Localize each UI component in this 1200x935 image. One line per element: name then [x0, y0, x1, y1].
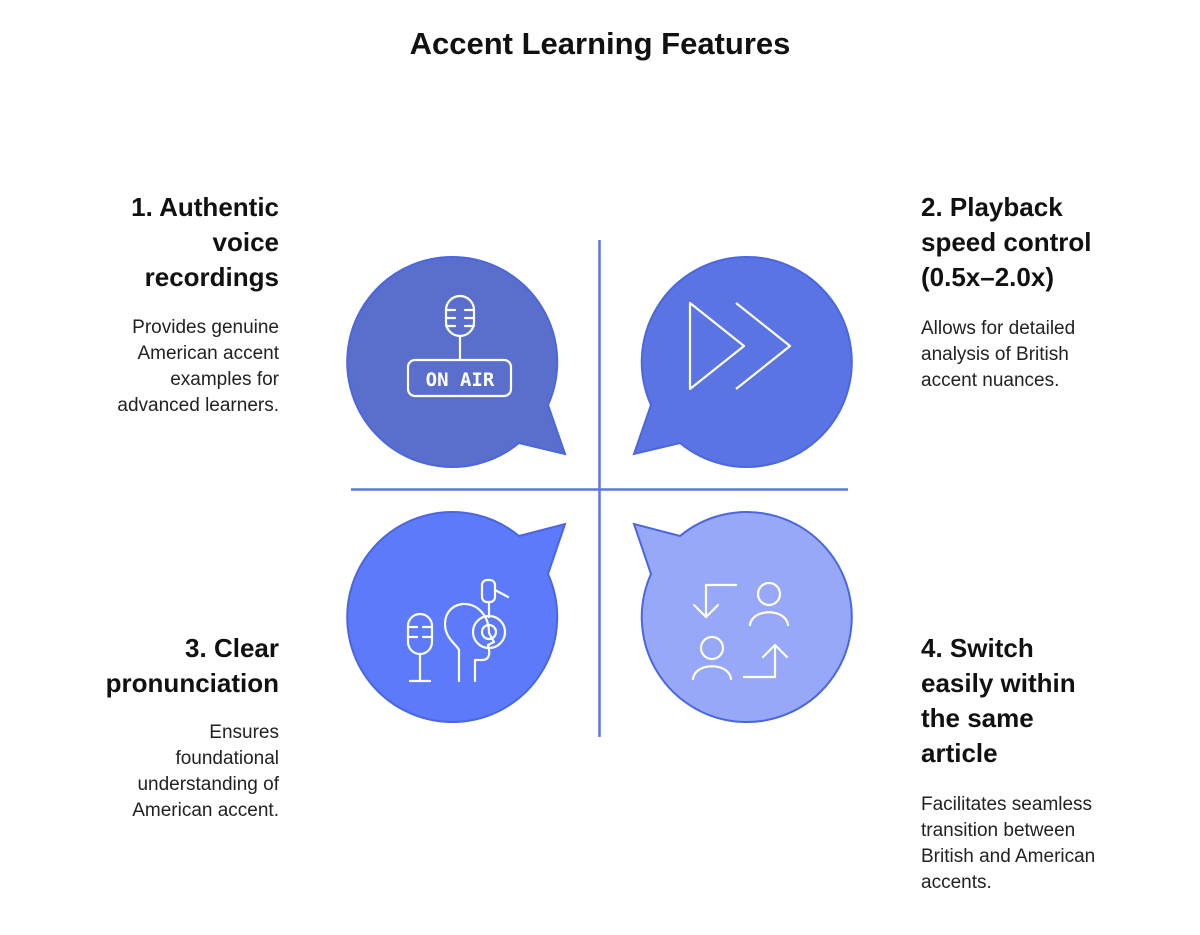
on-air-microphone-icon [406, 294, 513, 398]
feature-1-heading: 1. Authentic voice recordings [131, 192, 279, 292]
on-air-label: ON AIR [426, 369, 495, 391]
feature-2-description: Allows for detailed analysis of British … [921, 318, 1076, 391]
feature-1-description: Provides genuine American accent example… [117, 317, 279, 416]
feature-3-heading: 3. Clear pronunciation [105, 633, 279, 698]
switch-users-icon [691, 581, 790, 681]
feature-2-heading: 2. Playback speed control (0.5x–2.0x) [921, 192, 1092, 292]
feature-4: 4. Switch easily within the same article… [921, 631, 1161, 896]
feature-1: 1. Authentic voice recordings Provides g… [60, 190, 279, 419]
feature-4-heading: 4. Switch easily within the same article [921, 633, 1076, 768]
speech-bubble-4 [632, 511, 853, 723]
speech-bubble-3 [346, 511, 567, 723]
feature-2: 2. Playback speed control (0.5x–2.0x) Al… [921, 190, 1161, 394]
fast-forward-icon [688, 301, 792, 391]
listener-headset-microphone-icon [406, 578, 510, 683]
feature-4-description: Facilitates seamless transition between … [921, 794, 1096, 893]
page-title: Accent Learning Features [409, 26, 791, 61]
speech-bubble-1 [346, 256, 567, 468]
feature-3-description: Ensures foundational understanding of Am… [132, 722, 279, 821]
speech-bubble-2 [632, 256, 853, 468]
feature-3: 3. Clear pronunciation Ensures foundatio… [60, 631, 279, 824]
